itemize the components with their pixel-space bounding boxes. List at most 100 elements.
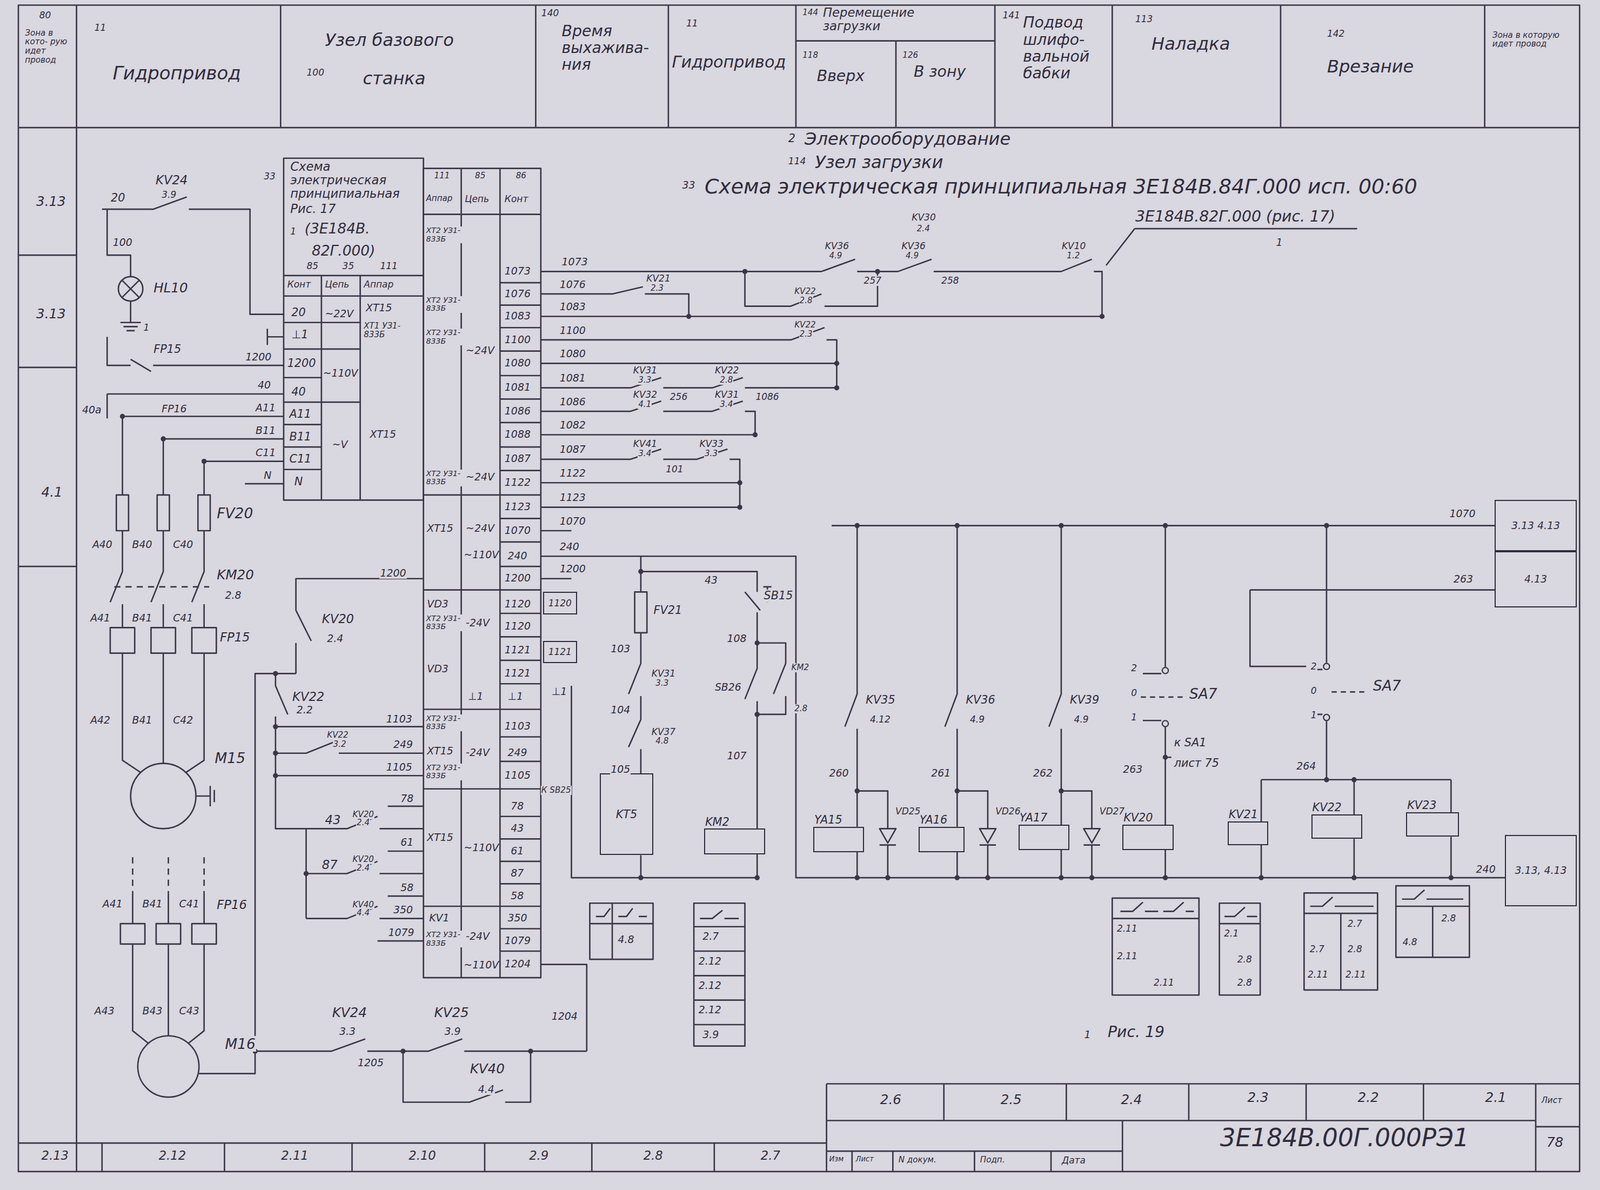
label: N [293,475,304,488]
label: 257 [863,275,882,286]
label: Конт [504,193,529,205]
label: 105 [610,763,631,775]
label: 104 [610,704,631,716]
label: 33 [263,171,277,182]
terminal-box: KT5 [599,773,653,855]
label: A11 [255,402,277,414]
label: KV24 [331,1005,368,1020]
label: 350 [392,904,414,916]
label: C11 [288,452,312,466]
label: ~24V [465,522,495,534]
label: 3.3 [338,1025,357,1037]
label: KV35 [865,693,896,707]
label: KV24 [155,173,189,187]
label: KV22 [714,365,740,376]
label: 11 [94,22,107,33]
label: 78 [510,800,525,812]
terminal-box: 1120 [543,591,578,615]
label: 1204 [504,958,532,970]
label: FP15 [219,630,251,645]
label: FP15 [152,343,182,356]
label: ⊥1 [467,690,484,702]
label: KV10 [1061,240,1087,252]
label: Подп. [979,1155,1006,1165]
label: 2.4 [916,224,931,234]
label: XT2 УЗ1-833Б [425,930,468,948]
label: -24V [465,930,491,942]
label: XT1 УЗ1-833Б [363,321,422,340]
label: 1200 [559,563,587,575]
label: C40 [172,538,194,551]
coil-label: YA15 [814,813,843,827]
label: ~24V [465,344,495,357]
label: 240 [559,540,580,553]
label: KV25 [433,1005,470,1020]
label: 261 [930,767,952,779]
label: 1076 [559,278,587,291]
label: A11 [288,407,312,421]
label: C42 [172,714,194,726]
label: 2.8 [799,296,814,306]
label: 40 [257,379,272,391]
label: 3.3 [704,449,719,459]
label: B41 [131,612,153,624]
label: 258 [940,275,960,286]
label: 2.1 [1484,1089,1508,1105]
coil-label: YA16 [919,813,948,827]
label: 2.11 [1153,977,1175,988]
label: XT2 УЗ1-833Б [425,763,468,781]
label: 1 [1083,1028,1091,1041]
label: A43 [94,1005,116,1017]
label: 2.7 [760,1148,781,1163]
label: 3.4 [719,399,734,410]
label: 2.12 [698,955,722,967]
label: (3Е184В. [304,220,371,237]
label: 2.8 [1347,944,1363,955]
label: KV39 [1069,693,1100,707]
label: 1083 [559,300,587,313]
relay-coil: KV21 [1227,821,1269,845]
label: 4.9 [905,251,920,261]
label: 3.9 [443,1025,461,1037]
label: 1200 [379,567,407,579]
label: C43 [178,1005,200,1017]
box-text: 3.13, 4.13 [1513,864,1569,876]
label: 1 [289,226,297,237]
relay-coil: KV22 [1311,814,1363,839]
label: 113 [1134,14,1154,25]
label: 114 [787,156,807,167]
label: 2.4 [356,818,371,828]
label: 4.12 [869,714,892,725]
label: 2.7 [1347,918,1363,929]
label: Узел базового [324,30,455,50]
label: 1087 [559,443,587,455]
label: 2.11 [1344,969,1367,980]
label: 2.8 [224,589,242,601]
label: Лист [1540,1095,1563,1106]
label: VD3 [426,598,449,610]
label: 107 [726,750,748,762]
coil-label: KV23 [1407,799,1437,812]
label: В зону [913,63,967,80]
label: KV33 [699,438,725,450]
label: 1 [142,322,150,333]
label: 1081 [559,372,587,384]
label: 1105 [385,761,413,773]
label: M16 [224,1035,256,1052]
label: ~110V [463,841,500,854]
label: 1122 [559,467,587,479]
label: KV20 [351,854,374,865]
label: 2.4 [1120,1092,1143,1107]
box-text: 3.13 4.13 [1509,519,1562,532]
label: 2.11 [280,1148,309,1163]
label: 4.9 [969,714,986,725]
label: SB15 [763,589,794,602]
label: KV20 [321,612,355,626]
relay-coil: YA16 [918,826,965,853]
label: 2.13 [41,1148,70,1163]
label: 40a [81,404,103,416]
label: KV41 [632,438,658,450]
box-text: 1121 [546,646,574,658]
label: 2.9 [528,1148,550,1163]
